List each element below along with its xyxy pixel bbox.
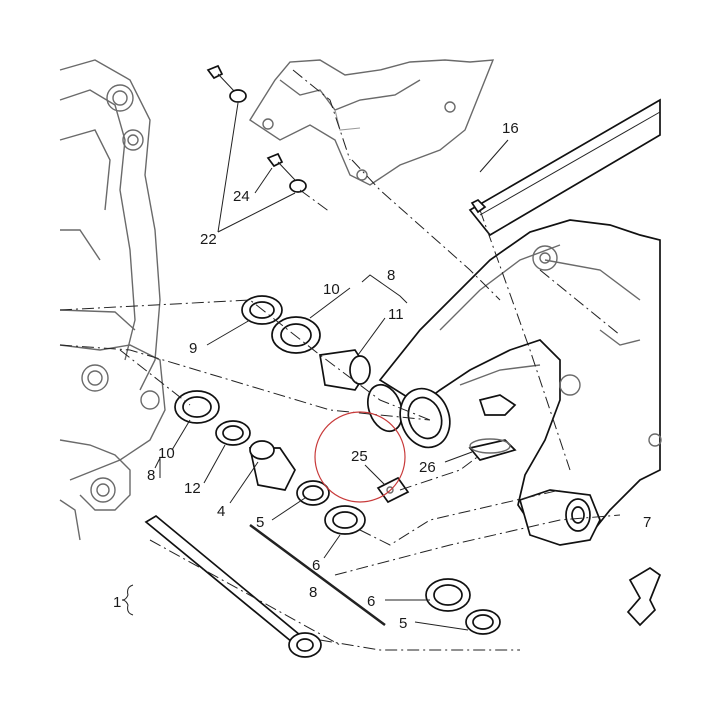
callout-26: 26 xyxy=(419,459,436,476)
frame-top-bracket xyxy=(249,59,495,186)
highlighted-part-25 xyxy=(376,476,410,504)
slider-26 xyxy=(468,438,517,461)
frame-left xyxy=(59,59,166,541)
callout-10-left: 10 xyxy=(158,445,175,462)
fragment-bottom-right xyxy=(626,566,662,627)
callout-9: 9 xyxy=(189,340,197,357)
callout-22: 22 xyxy=(200,231,217,248)
bolts-22-24 xyxy=(206,64,307,193)
callout-8-top: 8 xyxy=(387,267,395,284)
callout-5-left: 5 xyxy=(256,514,264,531)
callout-labels: 1 4 5 5 6 6 7 8 8 8 9 10 10 11 12 16 22 … xyxy=(113,120,651,632)
callout-16: 16 xyxy=(502,120,519,137)
callout-4: 4 xyxy=(217,503,225,520)
bearing-stack-right xyxy=(425,578,501,635)
callout-10-top: 10 xyxy=(323,281,340,298)
callout-7: 7 xyxy=(643,514,651,531)
callout-8-left: 8 xyxy=(147,467,155,484)
callout-11: 11 xyxy=(388,306,404,323)
frame-top-right-arm xyxy=(468,98,661,237)
center-lines xyxy=(59,69,621,651)
bearing-stack-lower xyxy=(174,390,366,535)
swingarm xyxy=(367,219,662,546)
callout-6-right: 6 xyxy=(367,593,375,610)
bearing-stack-upper xyxy=(241,295,371,391)
callout-8-bottom: 8 xyxy=(309,584,317,601)
pivot-shaft xyxy=(144,514,322,658)
callout-24: 24 xyxy=(233,188,250,205)
leader-lines xyxy=(121,102,509,631)
highlight-circle xyxy=(314,411,406,503)
callout-12: 12 xyxy=(184,480,201,497)
callout-6-left: 6 xyxy=(312,557,320,574)
callout-25: 25 xyxy=(351,448,368,465)
callout-5-right: 5 xyxy=(399,615,407,632)
callout-1: 1 xyxy=(113,594,121,611)
